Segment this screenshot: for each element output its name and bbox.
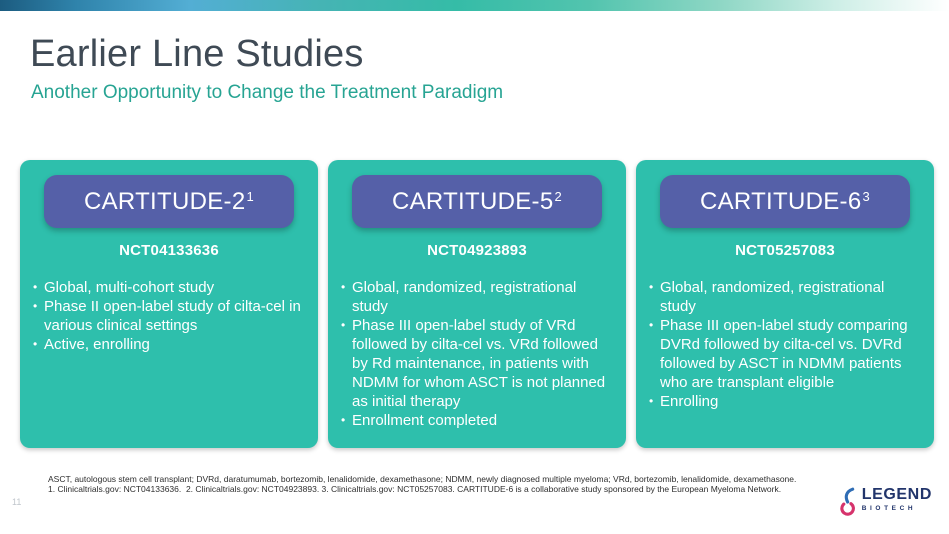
bullet-item: Global, multi-cohort study xyxy=(33,278,308,297)
study-bullet-list: Global, randomized, registrational study… xyxy=(649,278,924,411)
bullet-item: Global, randomized, registrational study xyxy=(341,278,616,316)
study-card-cartitude-5: CARTITUDE-52 NCT04923893 Global, randomi… xyxy=(328,160,626,448)
study-name: CARTITUDE-5 xyxy=(391,187,554,215)
bullet-item: Phase III open-label study of VRd follow… xyxy=(341,316,616,411)
footnote-superscript: 2 xyxy=(554,189,563,204)
logo-wordmark: LEGEND BIOTECH xyxy=(862,486,932,513)
page-subtitle: Another Opportunity to Change the Treatm… xyxy=(31,82,504,103)
footnote-abbreviations: ASCT, autologous stem cell transplant; D… xyxy=(48,474,797,484)
bullet-item: Enrolling xyxy=(649,392,924,411)
footnote-superscript: 1 xyxy=(246,189,255,204)
bullet-item: Phase II open-label study of cilta-cel i… xyxy=(33,297,308,335)
bullet-item: Phase III open-label study comparing DVR… xyxy=(649,316,924,392)
logo-name-text: LEGEND xyxy=(861,486,932,503)
page-number: 11 xyxy=(12,497,22,507)
page-title: Earlier Line Studies xyxy=(30,33,364,75)
study-card-cartitude-6: CARTITUDE-63 NCT05257083 Global, randomi… xyxy=(636,160,934,448)
study-card-cartitude-2: CARTITUDE-21 NCT04133636 Global, multi-c… xyxy=(20,160,318,448)
study-name: CARTITUDE-6 xyxy=(699,187,862,215)
footnotes: ASCT, autologous stem cell transplant; D… xyxy=(48,474,898,494)
bullet-item: Active, enrolling xyxy=(33,335,308,354)
nct-number: NCT04133636 xyxy=(119,242,219,259)
study-cards-row: CARTITUDE-21 NCT04133636 Global, multi-c… xyxy=(20,160,934,448)
nct-number: NCT04923893 xyxy=(427,242,527,259)
nct-number: NCT05257083 xyxy=(735,242,835,259)
legend-logo-icon xyxy=(840,487,855,516)
footnote-references: 1. Clinicaltrials.gov: NCT04133636. 2. C… xyxy=(48,484,782,494)
study-bullet-list: Global, multi-cohort study Phase II open… xyxy=(33,278,308,354)
legend-biotech-logo: LEGEND BIOTECH xyxy=(838,486,932,517)
logo-sub-text: BIOTECH xyxy=(861,505,917,512)
footnote-superscript: 3 xyxy=(862,189,871,204)
bullet-item: Enrollment completed xyxy=(341,411,616,430)
bullet-item: Global, randomized, registrational study xyxy=(649,278,924,316)
top-gradient-bar xyxy=(0,0,949,11)
study-name: CARTITUDE-2 xyxy=(83,187,246,215)
study-bullet-list: Global, randomized, registrational study… xyxy=(341,278,616,430)
